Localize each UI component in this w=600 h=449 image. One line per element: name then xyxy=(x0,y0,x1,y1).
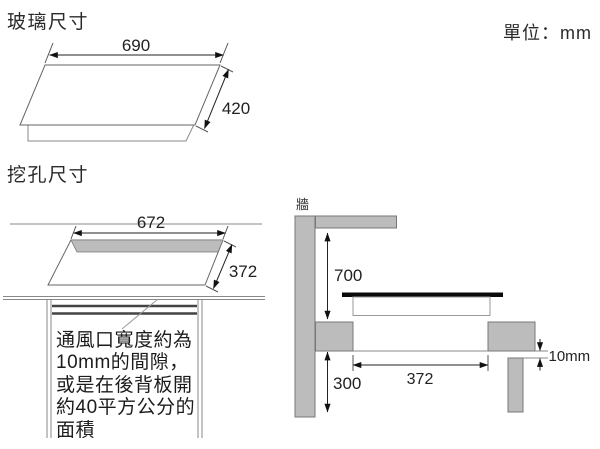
sideview-width-label: 372 xyxy=(407,371,434,388)
countertop-left-section xyxy=(315,321,354,352)
cutout-depth-dimension-line xyxy=(213,244,233,289)
cooktop-body-profile xyxy=(352,296,491,316)
cutout-depth-extension-top xyxy=(223,240,237,248)
glass-depth-label: 420 xyxy=(222,99,250,118)
glass-section-title: 玻璃尺寸 xyxy=(7,12,90,33)
below-clearance-label: 300 xyxy=(333,374,361,393)
glass-base-outline xyxy=(27,125,194,142)
glass-top-outline xyxy=(19,64,221,126)
vent-note-leader-line xyxy=(121,298,159,330)
cutout-back-wall-band xyxy=(70,239,224,253)
vent-note-line: 10mm的間隙， xyxy=(56,352,189,374)
glass-depth-extension-top xyxy=(220,65,234,73)
vent-note: 通風口寬度約為 10mm的間隙， 或是在後背板開 約40平方公分的 面積 xyxy=(56,330,216,442)
glass-width-extension-left xyxy=(44,42,54,64)
cutout-depth-extension-bottom xyxy=(205,285,219,293)
vent-note-line: 面積 xyxy=(56,419,96,441)
wall-label: 牆 xyxy=(296,197,309,212)
glass-depth-dimension-line xyxy=(204,69,229,129)
countertop-right-section xyxy=(487,321,536,352)
cutout-section-title: 挖孔尺寸 xyxy=(7,165,90,186)
vent-note-line: 或是在後背板開 xyxy=(56,374,193,396)
vent-note-line: 約40平方公分的 xyxy=(56,397,196,419)
back-panel-bar xyxy=(507,357,524,413)
cutout-diagram: 672 372 xyxy=(3,213,265,438)
range-hood-bar xyxy=(315,215,397,229)
hood-clearance-label: 700 xyxy=(334,266,362,285)
side-view-diagram: 牆 700 372 300 xyxy=(294,197,591,418)
wall-bar xyxy=(294,215,316,418)
cutout-depth-label: 372 xyxy=(229,262,257,281)
glass-width-label: 690 xyxy=(122,36,150,55)
unit-label: 單位：mm xyxy=(503,23,592,43)
cooktop-glass-profile xyxy=(342,292,503,297)
glass-diagram: 690 420 xyxy=(19,36,250,142)
cutout-width-label: 672 xyxy=(137,213,165,232)
glass-depth-extension-bottom xyxy=(195,125,209,133)
vent-note-line: 通風口寬度約為 xyxy=(56,330,193,351)
vent-gap-label: 10mm xyxy=(549,348,591,365)
glass-width-extension-right xyxy=(219,42,229,64)
